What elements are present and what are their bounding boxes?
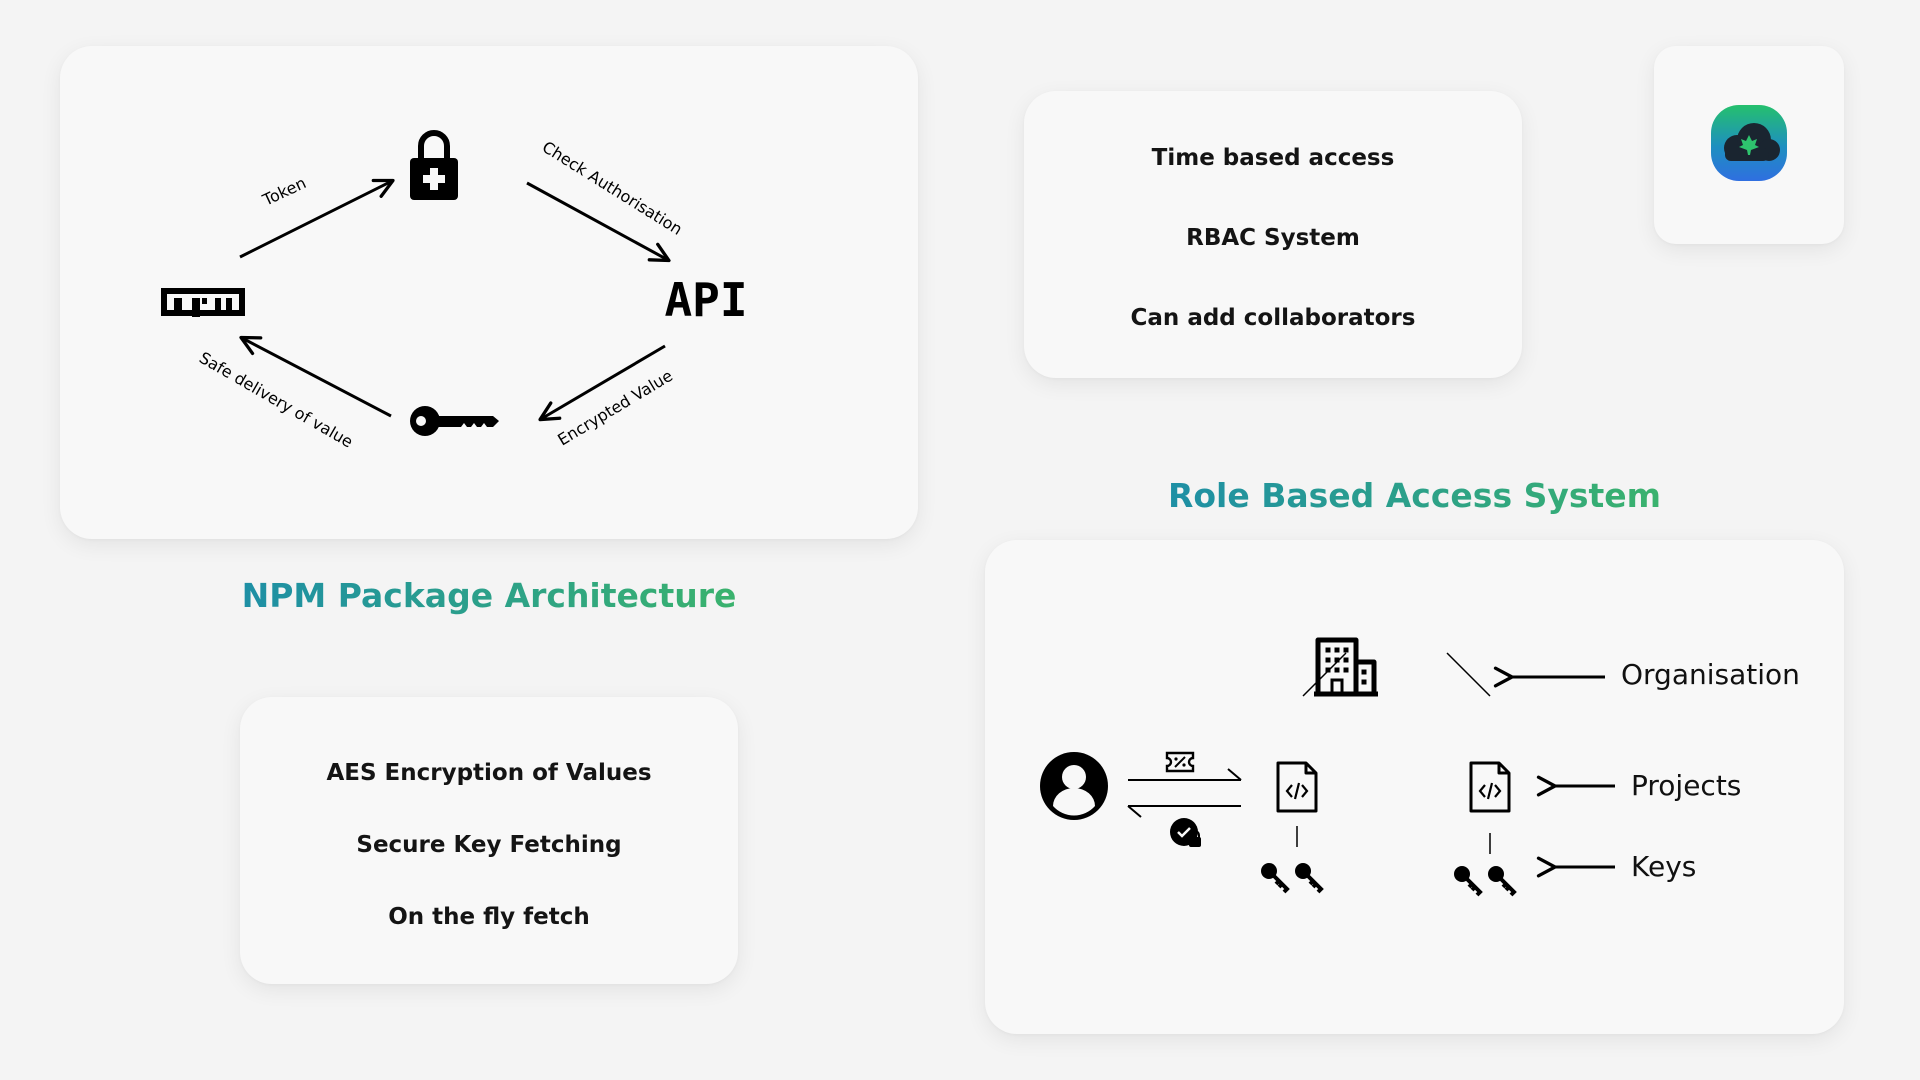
check-authorisation-label: Check Authorisation [539, 137, 686, 239]
key-icon [410, 406, 499, 436]
tree-line-right [1446, 652, 1491, 697]
rbac-heading: Role Based Access System [985, 476, 1844, 515]
tree-line-left [1302, 652, 1347, 697]
npm-heading-text: NPM Package Architecture [241, 576, 737, 615]
npm-architecture-card: npm API Token Check Authorisation Encryp… [60, 46, 918, 539]
rbac-heading-text: Role Based Access System [1167, 476, 1662, 515]
keys-label: Keys [1631, 850, 1696, 883]
feature-item: RBAC System [1186, 225, 1360, 251]
verified-lock-icon [1170, 818, 1201, 847]
check-authorisation-arrow [526, 181, 671, 263]
cloud-leaf-icon [1711, 105, 1787, 181]
encrypted-value-arrow [538, 344, 666, 422]
token-label: Token [259, 173, 309, 210]
token-arrow [239, 178, 395, 259]
rbac-diagram: Organisation Projects Keys [1040, 637, 1800, 897]
keys-icon [1454, 866, 1517, 897]
access-features-card: Time based access RBAC System Can add co… [1024, 91, 1522, 378]
feature-item: Can add collaborators [1130, 305, 1416, 331]
ticket-icon [1165, 751, 1195, 773]
response-arrow [1127, 805, 1241, 818]
encrypted-value-label: Encrypted Value [554, 366, 676, 450]
encryption-feature-item: On the fly fetch [388, 904, 590, 930]
safe-delivery-arrow [239, 335, 392, 418]
request-arrow [1128, 768, 1242, 781]
safe-delivery-label: Safe delivery of value [196, 348, 356, 451]
api-label: API [664, 273, 747, 327]
encryption-features-card: AES Encryption of Values Secure Key Fetc… [240, 697, 738, 984]
encryption-feature-item: Secure Key Fetching [356, 832, 622, 858]
lock-plus-icon [410, 130, 458, 200]
user-avatar-icon [1040, 752, 1108, 820]
feature-item: Time based access [1151, 145, 1395, 171]
npm-logo-text: npm [202, 327, 204, 329]
npm-architecture-heading: NPM Package Architecture [60, 576, 918, 615]
npm-architecture-diagram: npm API Token Check Authorisation Encryp… [161, 130, 748, 452]
npm-logo: npm [161, 288, 245, 329]
organisation-label: Organisation [1621, 658, 1800, 691]
building-icon [1314, 637, 1378, 697]
rbac-diagram-card: Organisation Projects Keys [985, 540, 1844, 1034]
app-logo-card [1654, 46, 1844, 244]
encryption-feature-item: AES Encryption of Values [326, 760, 652, 786]
keys-icon [1261, 863, 1324, 894]
code-file-icon [1276, 761, 1318, 813]
code-file-icon [1469, 761, 1511, 813]
projects-label: Projects [1631, 769, 1741, 802]
